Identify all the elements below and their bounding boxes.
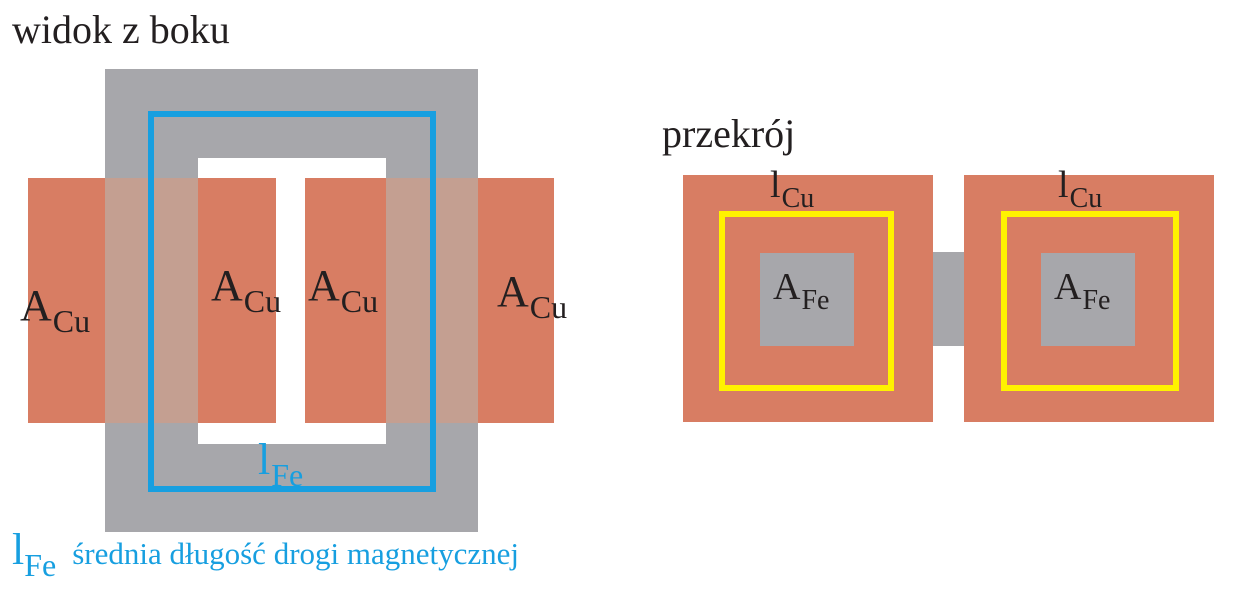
copper-length-label-left: lCu bbox=[770, 164, 815, 214]
legend-description: średnia długość drogi magnetycznej bbox=[72, 536, 520, 571]
iron-length-label: lFe bbox=[258, 435, 304, 493]
iron-area-label-right: AFe bbox=[1054, 266, 1111, 316]
cross-section-core-left bbox=[760, 253, 854, 346]
left-winding-outer bbox=[28, 178, 105, 423]
iron-area-label-left: AFe bbox=[773, 266, 830, 316]
side-view-title: widok z boku bbox=[12, 7, 230, 52]
left-winding-inner bbox=[198, 178, 276, 423]
magnetic-path-legend: lFe średnia długość drogi magnetycznej bbox=[12, 525, 520, 582]
cross-section-core-bridge bbox=[933, 252, 964, 346]
copper-area-label-right-inner: ACu bbox=[308, 261, 379, 319]
legend-symbol: l bbox=[12, 525, 25, 574]
copper-path-loop-left bbox=[719, 211, 894, 391]
legend-symbol-sub: Fe bbox=[24, 547, 57, 583]
copper-length-label-right: lCu bbox=[1058, 164, 1103, 214]
copper-area-label-left-inner: ACu bbox=[211, 261, 282, 319]
copper-area-label-right-outer: ACu bbox=[497, 267, 568, 325]
right-winding-outer bbox=[478, 178, 554, 423]
copper-path-loop-right bbox=[1001, 211, 1179, 391]
cross-section-core-right bbox=[1041, 253, 1135, 346]
magnetic-path-loop bbox=[148, 111, 436, 492]
right-winding-inner bbox=[305, 178, 386, 423]
cross-section-title: przekrój bbox=[662, 111, 796, 156]
copper-area-label-left-outer: ACu bbox=[20, 281, 91, 339]
